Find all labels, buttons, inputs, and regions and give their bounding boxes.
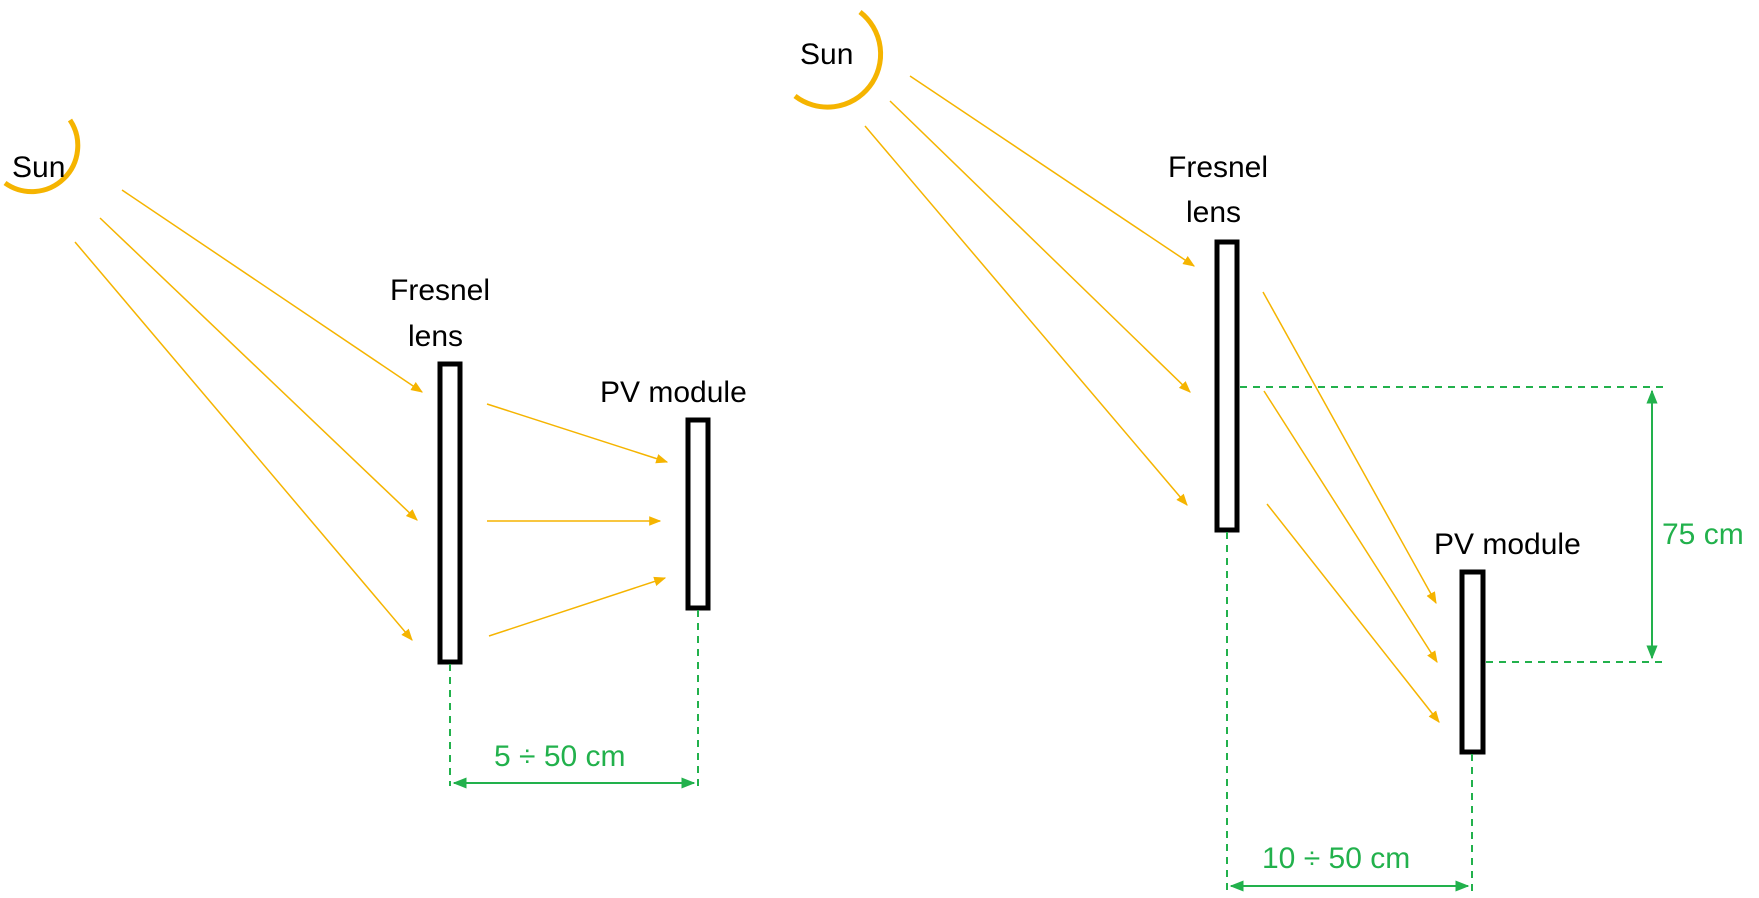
lens-label-line1: Fresnel bbox=[1168, 151, 1268, 184]
ray-focused bbox=[1266, 503, 1440, 723]
ray-incident bbox=[864, 125, 1188, 506]
sun-label: Sun bbox=[12, 151, 65, 184]
ray-incident bbox=[121, 189, 423, 393]
module-label: PV module bbox=[1434, 528, 1581, 561]
sun-icon bbox=[3, 118, 81, 195]
focused-rays bbox=[486, 403, 669, 637]
distance-dimension bbox=[1226, 532, 1473, 892]
ray-incident bbox=[889, 100, 1191, 393]
incident-rays bbox=[864, 75, 1195, 506]
focused-rays bbox=[1262, 291, 1440, 723]
distance-label: 10 ÷ 50 cm bbox=[1262, 842, 1410, 875]
lens-label-line2: lens bbox=[1186, 196, 1241, 229]
height-dimension bbox=[1240, 386, 1667, 663]
incident-rays bbox=[74, 189, 423, 641]
ray-focused bbox=[1263, 390, 1438, 664]
distance-dimension bbox=[449, 610, 699, 789]
ray-focused bbox=[488, 576, 667, 637]
ray-incident bbox=[74, 241, 413, 641]
pv-module bbox=[685, 417, 711, 611]
module-label: PV module bbox=[600, 376, 747, 409]
left-setup: Sun Fresnel lens PV module 5 ÷ 50 cm bbox=[3, 118, 747, 789]
ray-focused bbox=[486, 403, 669, 464]
distance-label: 5 ÷ 50 cm bbox=[494, 740, 626, 773]
lens-label-line2: lens bbox=[408, 320, 463, 353]
sun-icon bbox=[793, 10, 884, 110]
lens-label-line1: Fresnel bbox=[390, 274, 490, 307]
fresnel-lens bbox=[1214, 239, 1240, 533]
height-label: 75 cm bbox=[1662, 518, 1744, 551]
ray-incident bbox=[99, 217, 418, 521]
sun-label: Sun bbox=[800, 38, 853, 71]
fresnel-lens bbox=[437, 361, 463, 665]
ray-incident bbox=[909, 75, 1195, 267]
ray-focused bbox=[1262, 291, 1437, 605]
right-setup: Sun Fresnel lens PV module 75 cm 10 ÷ 50 bbox=[793, 10, 1744, 892]
pv-module bbox=[1459, 569, 1486, 755]
